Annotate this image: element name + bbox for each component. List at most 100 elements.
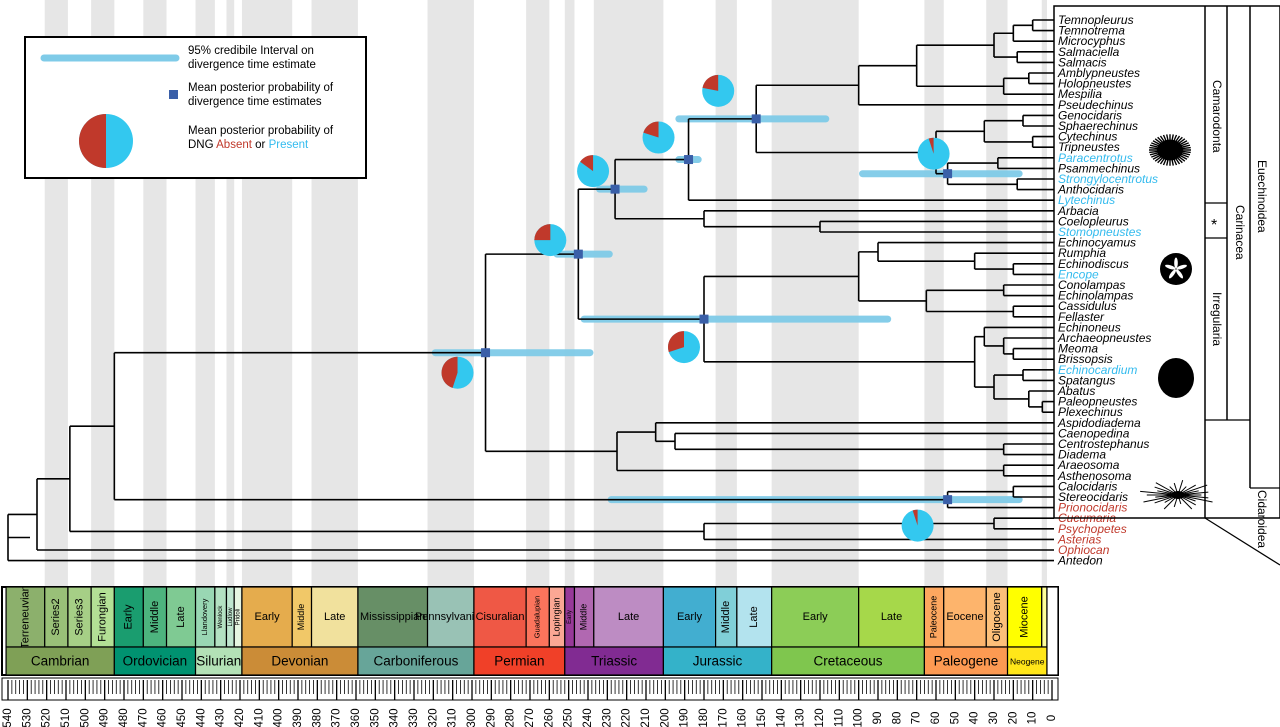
period-cell <box>241 646 359 676</box>
mean-legend-label: Mean posterior probability of divergence… <box>188 81 333 109</box>
epoch-cell <box>357 586 429 648</box>
pie-legend-icon <box>79 114 133 168</box>
taxon-label: Paleopneustes <box>1058 395 1137 409</box>
period-cell <box>662 646 773 676</box>
axis-tick-label: 240 <box>582 708 594 727</box>
taxon-label: Ophiocan <box>1058 543 1110 557</box>
taxon-label: Tripneustes <box>1058 140 1120 154</box>
axis-tick-label: 110 <box>833 709 845 727</box>
epoch-label: Late <box>881 611 902 623</box>
pie-absent-slice <box>441 356 458 388</box>
axis-tick-label: 310 <box>447 708 459 727</box>
taxon-label: Echinoneus <box>1058 320 1121 334</box>
epoch-cell <box>736 586 773 648</box>
grid-band <box>771 0 859 586</box>
dng-pie <box>901 509 934 542</box>
taxon-label: Microcyphus <box>1058 34 1125 48</box>
epoch-label: Oligocene <box>991 592 1003 642</box>
axis-tick-label: 250 <box>563 708 575 727</box>
period-label: Triassic <box>591 654 637 669</box>
axis-tick-label: 150 <box>756 708 768 727</box>
taxon-label: Cytechinus <box>1058 130 1117 144</box>
taxon-label: Strongylocentrotus <box>1058 172 1158 186</box>
mean-marker <box>481 348 491 358</box>
clade-divider <box>1204 517 1280 566</box>
pie-absent-slice <box>534 224 551 241</box>
axis-tick-label: 260 <box>543 708 555 727</box>
grid-band <box>715 0 737 586</box>
taxon-label: Centrostephanus <box>1058 437 1149 451</box>
organism-silhouettes <box>1140 134 1213 510</box>
period-cell <box>923 646 1009 676</box>
axis-tick-label: 390 <box>292 708 304 727</box>
axis-tick-label: 500 <box>79 708 91 727</box>
epoch-label: Eocene <box>946 611 983 623</box>
epoch-cell <box>426 586 475 648</box>
taxon-label: Holopneustes <box>1058 77 1131 91</box>
pie-legend-line2: DNG Absent or Present <box>188 138 333 152</box>
period-label: Ordovician <box>123 654 188 669</box>
spine <box>1143 494 1179 503</box>
axis-tick-label: 20 <box>1007 712 1019 725</box>
petal <box>1174 257 1178 269</box>
epoch-cell <box>310 586 359 648</box>
taxon-label: Echinolampas <box>1058 289 1133 303</box>
epoch-label: Series3 <box>73 598 85 635</box>
epoch-cell <box>113 586 144 648</box>
pencil-urchin-silhouette <box>1140 479 1213 510</box>
mean-marker <box>684 155 694 165</box>
ci-legend-line1: 95% credibile Interval on <box>188 45 314 57</box>
mean-marker <box>699 314 709 324</box>
mean-marker-legend-icon <box>169 90 178 99</box>
camarodonta-label: Camarodonta <box>1210 80 1224 153</box>
epoch-cell <box>943 586 987 648</box>
pie-absent-slice <box>702 74 719 91</box>
present-label: Present <box>268 139 309 151</box>
axis-tick-label: 0 <box>1046 715 1058 721</box>
asterisk-label: * <box>1211 217 1217 234</box>
axis-tick-label: 170 <box>717 708 729 727</box>
grid-band <box>427 0 474 586</box>
heart-urchin-silhouette <box>1158 358 1194 398</box>
epoch-label: Early <box>255 611 281 623</box>
axis-tick-label: 230 <box>601 708 613 727</box>
grid-band <box>526 0 550 586</box>
taxon-label: Fellaster <box>1058 310 1105 324</box>
irregularia-label: Irregularia <box>1210 292 1224 346</box>
epoch-label: Early <box>123 604 135 630</box>
epoch-label: Early <box>803 611 829 623</box>
axis-tick-label: 100 <box>853 708 865 727</box>
epoch-label: Mississippian <box>360 611 425 623</box>
axis-tick-label: 200 <box>659 708 671 727</box>
dng-pie <box>577 155 610 188</box>
taxon-label: Temnotrema <box>1058 24 1125 38</box>
axis-tick-label: 540 <box>2 708 14 727</box>
petal <box>1176 264 1187 270</box>
ci-legend-label: 95% credibile Interval on divergence tim… <box>188 44 316 72</box>
taxon-label: Salmaciella <box>1058 45 1120 59</box>
legend-symbols <box>40 54 180 168</box>
tree-branches <box>7 19 1054 562</box>
axis-tick-label: 130 <box>795 708 807 727</box>
axis-tick-label: 70 <box>911 712 923 725</box>
axis-tick-label: 40 <box>969 712 981 725</box>
taxon-label: Lytechinus <box>1058 193 1115 207</box>
epoch-label: Series2 <box>50 598 62 635</box>
urchin-silhouette <box>1149 134 1191 166</box>
axis-tick-label: 430 <box>215 708 227 727</box>
period-label: Cretaceous <box>814 654 883 669</box>
period-cell <box>113 646 197 676</box>
axis-tick-label: 190 <box>679 708 691 727</box>
grid-band <box>986 0 1008 586</box>
axis-tick-label: 440 <box>195 708 207 727</box>
axis-tick-label: 120 <box>814 708 826 727</box>
pie-absent-slice <box>928 137 934 154</box>
taxon-label: Psychopetes <box>1058 522 1127 536</box>
epoch-label: Guadalupian <box>533 596 542 639</box>
axis-tick-label: 160 <box>737 708 749 727</box>
taxon-label: Meoma <box>1058 342 1098 356</box>
taxon-label: Diadema <box>1058 448 1106 462</box>
taxon-label: Rumphia <box>1058 246 1106 260</box>
epoch-label: Ludlow <box>228 607 234 627</box>
